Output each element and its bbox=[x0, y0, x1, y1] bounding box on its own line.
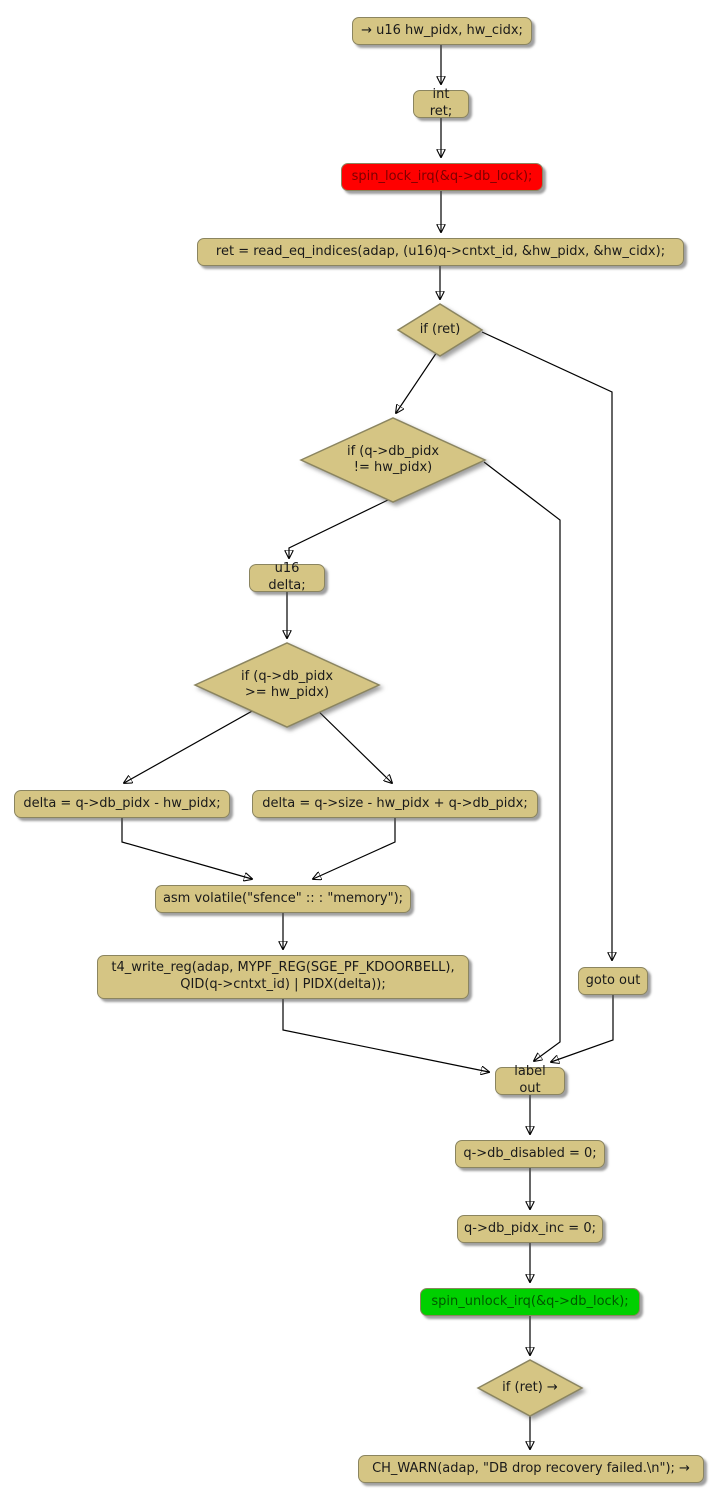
decision-db-pidx-ne: if (q->db_pidx != hw_pidx) bbox=[299, 417, 487, 503]
node-read-eq-indices: ret = read_eq_indices(adap, (u16)q->cntx… bbox=[197, 238, 684, 266]
decision-label: if (ret) bbox=[419, 321, 461, 337]
node-ch-warn: CH_WARN(adap, "DB drop recovery failed.\… bbox=[358, 1455, 704, 1483]
decision-label: if (q->db_pidx >= hw_pidx) bbox=[240, 668, 334, 700]
node-spin-unlock: spin_unlock_irq(&q->db_lock); bbox=[420, 1288, 640, 1316]
node-label: goto out bbox=[585, 972, 641, 988]
node-asm-sfence: asm volatile("sfence" :: : "memory"); bbox=[155, 885, 411, 913]
decision-label: if (ret) → bbox=[502, 1379, 558, 1395]
node-delta-sub: delta = q->db_pidx - hw_pidx; bbox=[14, 790, 230, 818]
node-label: spin_lock_irq(&q->db_lock); bbox=[351, 168, 533, 184]
node-spin-lock: spin_lock_irq(&q->db_lock); bbox=[341, 163, 543, 191]
node-label: label out bbox=[514, 1064, 546, 1096]
node-goto-out: goto out bbox=[578, 967, 648, 995]
decision-db-pidx-ge: if (q->db_pidx >= hw_pidx) bbox=[193, 642, 381, 728]
node-db-disabled: q->db_disabled = 0; bbox=[455, 1140, 605, 1168]
node-label: t4_write_reg(adap, MYPF_REG(SGE_PF_KDOOR… bbox=[111, 960, 455, 992]
node-label: → u16 hw_pidx, hw_cidx; bbox=[361, 22, 523, 38]
decision-label: if (q->db_pidx != hw_pidx) bbox=[346, 443, 440, 475]
node-label: u16 delta; bbox=[268, 561, 306, 593]
node-label: spin_unlock_irq(&q->db_lock); bbox=[431, 1293, 629, 1309]
node-label: ret = read_eq_indices(adap, (u16)q->cntx… bbox=[215, 243, 666, 259]
node-u16-delta: u16 delta; bbox=[249, 561, 325, 593]
decision-if-ret: if (ret) bbox=[396, 303, 484, 357]
node-label: int ret; bbox=[429, 87, 453, 119]
node-label: q->db_pidx_inc = 0; bbox=[464, 1220, 596, 1236]
node-delta-wrap: delta = q->size - hw_pidx + q->db_pidx; bbox=[252, 790, 538, 818]
node-t4-write-reg: t4_write_reg(adap, MYPF_REG(SGE_PF_KDOOR… bbox=[97, 955, 469, 999]
node-label: q->db_disabled = 0; bbox=[463, 1145, 597, 1161]
node-label: delta = q->size - hw_pidx + q->db_pidx; bbox=[262, 795, 528, 811]
node-label-out: label out bbox=[495, 1064, 565, 1096]
node-int-ret: int ret; bbox=[413, 87, 469, 119]
node-label: delta = q->db_pidx - hw_pidx; bbox=[23, 795, 221, 811]
node-label: asm volatile("sfence" :: : "memory"); bbox=[162, 890, 404, 906]
node-db-pidx-inc: q->db_pidx_inc = 0; bbox=[457, 1215, 603, 1243]
node-start-vars: → u16 hw_pidx, hw_cidx; bbox=[352, 17, 532, 45]
decision-if-ret-end: if (ret) → bbox=[476, 1359, 584, 1417]
node-label: CH_WARN(adap, "DB drop recovery failed.\… bbox=[372, 1460, 690, 1476]
